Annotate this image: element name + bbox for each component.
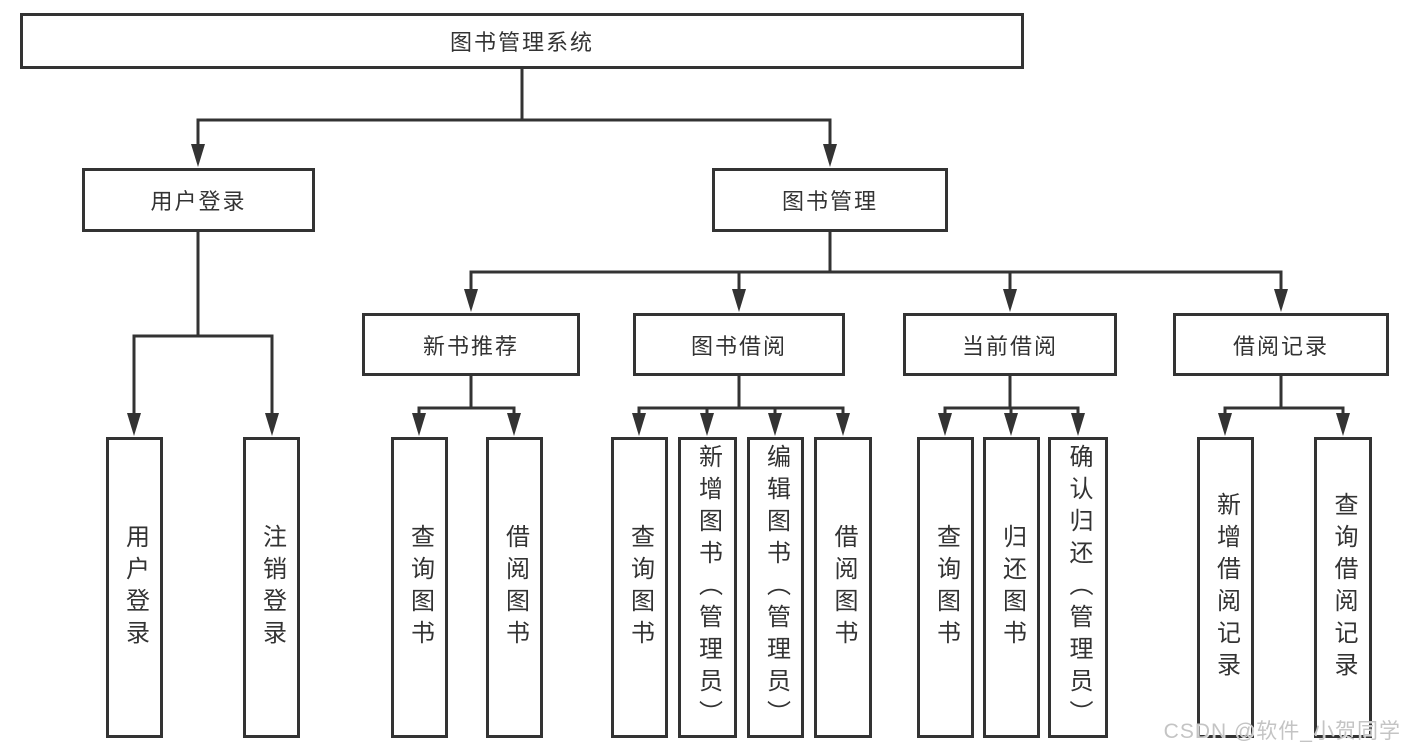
leaf-query-books-1: 查询图书: [391, 437, 448, 738]
node-book-management-label: 图书管理: [781, 189, 878, 214]
connector-paths: [132, 67, 1345, 416]
leaf-borrow-books-2: 借阅图书: [814, 437, 872, 738]
leaf-logout-label: 注销登录: [258, 523, 286, 652]
node-book-management: 图书管理: [712, 168, 948, 232]
leaf-add-borrow-record: 新增借阅记录: [1197, 437, 1254, 738]
leaf-query-borrow-record: 查询借阅记录: [1314, 437, 1372, 738]
node-new-book-recommend-label: 新书推荐: [422, 333, 519, 359]
leaf-query-books-3: 查询图书: [917, 437, 974, 738]
leaf-borrow-books-1-label: 借阅图书: [501, 523, 529, 652]
leaf-query-books-1-label: 查询图书: [406, 523, 434, 652]
node-borrow-records: 借阅记录: [1173, 313, 1389, 376]
leaf-borrow-books-1: 借阅图书: [486, 437, 543, 738]
leaf-return-books-label: 归还图书: [998, 523, 1026, 652]
leaf-user-login-label: 用户登录: [121, 523, 149, 652]
arrowheads: [127, 144, 1350, 436]
node-current-borrow-label: 当前借阅: [961, 333, 1058, 359]
leaf-query-books-2: 查询图书: [611, 437, 668, 738]
node-user-login-label: 用户登录: [150, 189, 247, 214]
node-current-borrow: 当前借阅: [903, 313, 1117, 376]
node-borrow-records-label: 借阅记录: [1232, 333, 1329, 359]
leaf-return-books: 归还图书: [983, 437, 1040, 738]
node-root-label: 图书管理系统: [449, 30, 594, 55]
leaf-confirm-return-admin: 确认归还（管理员）: [1048, 437, 1108, 738]
leaf-logout: 注销登录: [243, 437, 300, 738]
node-root: 图书管理系统: [20, 13, 1024, 69]
leaf-edit-books-admin: 编辑图书（管理员）: [747, 437, 804, 738]
leaf-add-books-admin-label: 新增图书（管理员）: [694, 443, 722, 732]
leaf-query-books-3-label: 查询图书: [932, 523, 960, 652]
leaf-add-books-admin: 新增图书（管理员）: [678, 437, 737, 738]
node-book-borrow-label: 图书借阅: [690, 333, 787, 359]
node-book-borrow: 图书借阅: [633, 313, 845, 376]
node-new-book-recommend: 新书推荐: [362, 313, 580, 376]
leaf-borrow-books-2-label: 借阅图书: [830, 523, 857, 652]
leaf-edit-books-admin-label: 编辑图书（管理员）: [762, 443, 790, 732]
leaf-query-borrow-record-label: 查询借阅记录: [1330, 491, 1357, 684]
csdn-watermark: CSDN @软件_小贺同学: [1163, 720, 1401, 743]
leaf-user-login: 用户登录: [106, 437, 163, 738]
leaf-add-borrow-record-label: 新增借阅记录: [1212, 491, 1240, 684]
leaf-query-books-2-label: 查询图书: [626, 523, 654, 652]
leaf-confirm-return-admin-label: 确认归还（管理员）: [1065, 443, 1092, 732]
node-user-login: 用户登录: [82, 168, 315, 232]
